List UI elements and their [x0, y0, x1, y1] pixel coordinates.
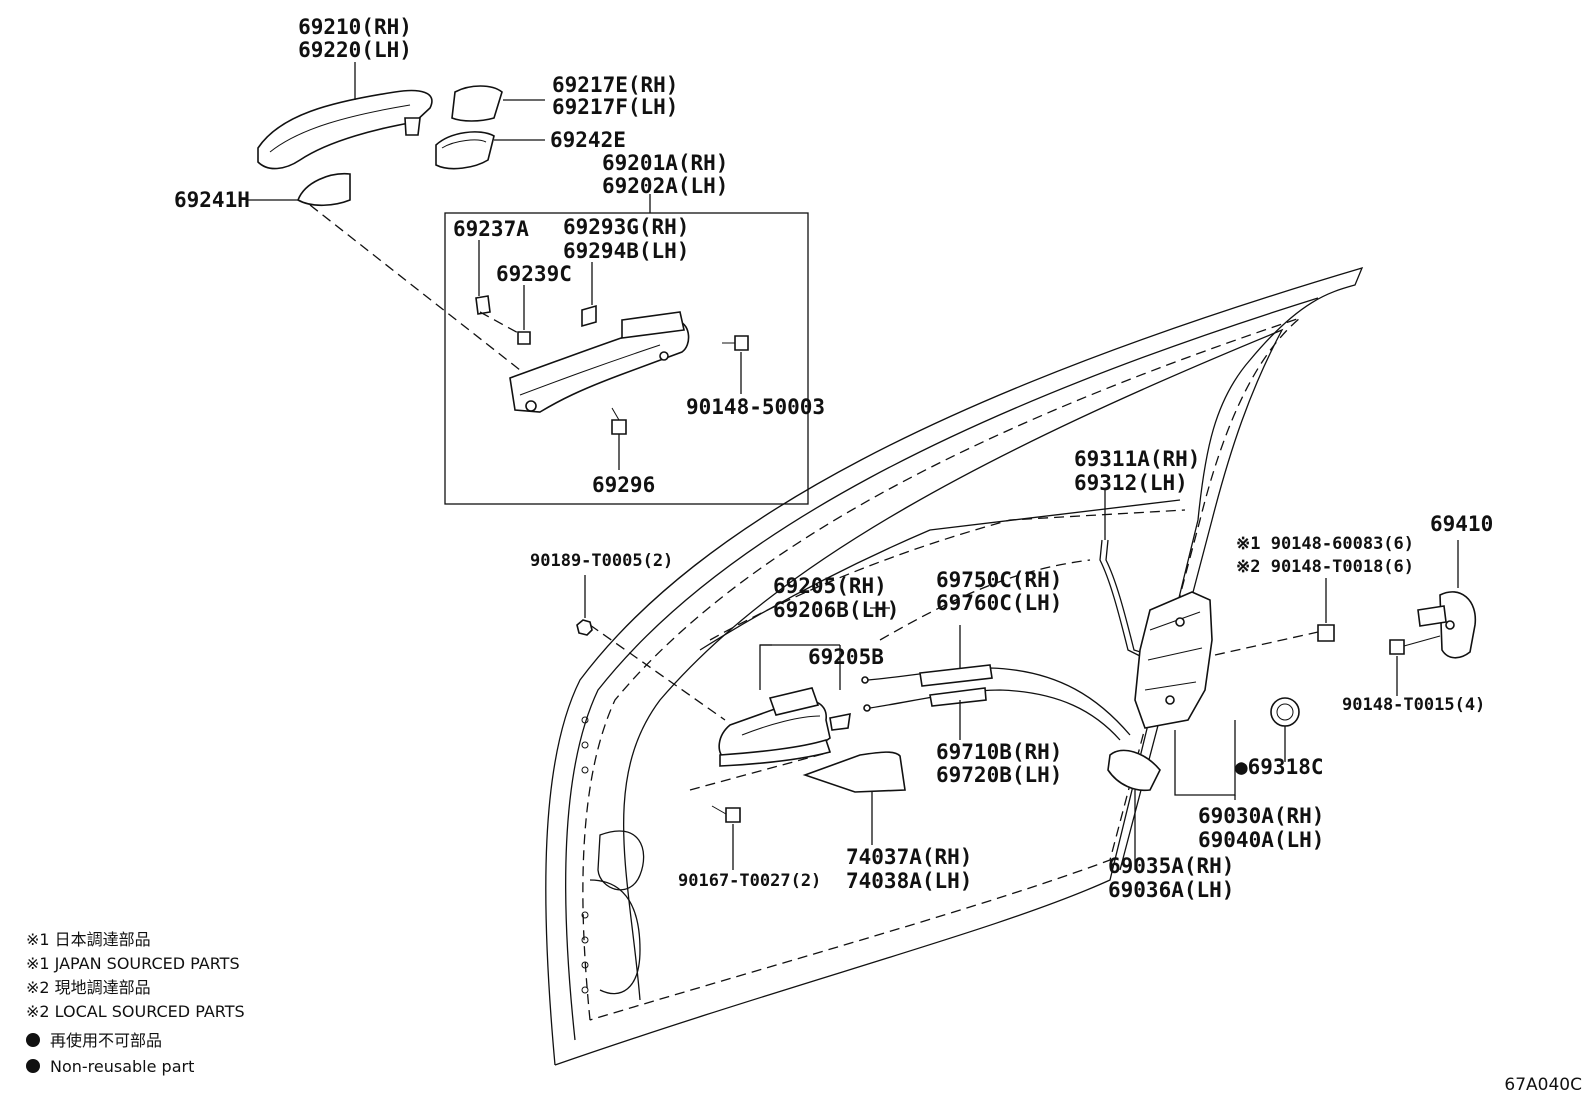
leader-69030a: [1174, 720, 1236, 796]
gasket-69293g: [581, 304, 597, 328]
label-69040a: 69040A(LH): [1198, 828, 1324, 852]
leader-69205: [759, 644, 772, 690]
screw-90148-60083: [1317, 624, 1335, 642]
frame-box: [444, 212, 809, 505]
label-69210: 69210(RH): [298, 15, 412, 39]
note-local-en: ※2 LOCAL SOURCED PARTS: [26, 1002, 245, 1021]
label-69205: 69205(RH): [773, 574, 887, 598]
label-74037a: 74037A(RH): [846, 845, 972, 869]
label-69312: 69312(LH): [1074, 471, 1188, 495]
label-69293g: 69293G(RH): [563, 215, 689, 239]
handle-pad-rear: [297, 172, 351, 207]
label-69294b: 69294B(LH): [563, 239, 689, 263]
assembly-line-6: [1214, 631, 1319, 656]
trim-74037a: [802, 751, 906, 793]
label-69206b: 69206B(LH): [773, 598, 899, 622]
label-90148-50003: 90148-50003: [686, 395, 825, 419]
handle-pad: [435, 131, 495, 170]
label-74038a: 74038A(LH): [846, 869, 972, 893]
label-69318c: ●69318C: [1235, 755, 1324, 779]
legend-notes: ※1 日本調達部品 ※1 JAPAN SOURCED PARTS ※2 現地調達…: [26, 930, 245, 1076]
label-69710b: 69710B(RH): [936, 740, 1062, 764]
door-lock: [1134, 591, 1213, 729]
label-69030a: 69030A(RH): [1198, 804, 1324, 828]
part-labels: 69210(RH) 69220(LH) 69217E(RH) 69217F(LH…: [174, 15, 1493, 902]
label-69217f: 69217F(LH): [552, 95, 678, 119]
screw-90148-t0015: [1389, 635, 1441, 655]
label-90148-t0018: ※2 90148-T0018(6): [1236, 557, 1414, 577]
striker-69410: [1417, 591, 1477, 659]
clip-69237a: [475, 295, 491, 315]
bolt-90148-50003: [722, 335, 749, 351]
label-69720b: 69720B(LH): [936, 763, 1062, 787]
door-frame: [545, 266, 1364, 1066]
label-90189-t0005: 90189-T0005(2): [530, 551, 673, 571]
lock-rod: [1099, 539, 1151, 661]
note-nonreusable-jp: 再使用不可部品: [50, 1031, 162, 1050]
label-69237a: 69237A: [453, 217, 529, 241]
diagram-code: 67A040C: [1504, 1075, 1582, 1095]
label-69205b: 69205B: [808, 645, 884, 669]
screw-90189: [576, 619, 593, 636]
note-japan-en: ※1 JAPAN SOURCED PARTS: [26, 954, 240, 973]
lock-cover-69035a: [1107, 749, 1161, 792]
label-90167-t0027: 90167-T0027(2): [678, 871, 821, 891]
label-69410: 69410: [1430, 512, 1493, 536]
label-69035a: 69035A(RH): [1108, 854, 1234, 878]
non-reusable-bullet-icon: [26, 1059, 40, 1073]
assembly-line-1: [309, 204, 521, 371]
handle-cover: [451, 85, 503, 122]
label-69201a: 69201A(RH): [602, 151, 728, 175]
assembly-line-2: [479, 311, 521, 335]
assembly-line-5: [879, 559, 1091, 641]
label-90148-t0015: 90148-T0015(4): [1342, 695, 1485, 715]
non-reusable-bullet-icon: [26, 1033, 40, 1047]
label-69750c: 69750C(RH): [936, 568, 1062, 592]
label-69296: 69296: [592, 473, 655, 497]
grommet-69318c: [1270, 697, 1300, 727]
assembly-line-3: [589, 624, 726, 721]
screw-90167: [711, 805, 741, 823]
handle-frame: [509, 311, 690, 413]
assembly-line-4: [689, 751, 831, 791]
note-japan-jp: ※1 日本調達部品: [26, 930, 151, 949]
cushion-69239c: [517, 331, 531, 345]
note-local-jp: ※2 現地調達部品: [26, 978, 151, 997]
label-69220: 69220(LH): [298, 38, 412, 62]
inside-handle: [718, 687, 832, 767]
control-cables: [861, 664, 1131, 741]
label-69202a: 69202A(LH): [602, 174, 728, 198]
label-69311a: 69311A(RH): [1074, 447, 1200, 471]
note-nonreusable-en: Non-reusable part: [50, 1057, 194, 1076]
label-90148-60083: ※1 90148-60083(6): [1236, 534, 1414, 554]
label-69239c: 69239C: [496, 262, 572, 286]
label-69217e: 69217E(RH): [552, 73, 678, 97]
label-69241h: 69241H: [174, 188, 250, 212]
label-69760c: 69760C(LH): [936, 591, 1062, 615]
screw-69296: [611, 407, 627, 435]
cap-69205b: [829, 712, 851, 731]
outside-handle: [257, 89, 433, 170]
label-69036a: 69036A(LH): [1108, 878, 1234, 902]
label-69242e: 69242E: [550, 128, 626, 152]
